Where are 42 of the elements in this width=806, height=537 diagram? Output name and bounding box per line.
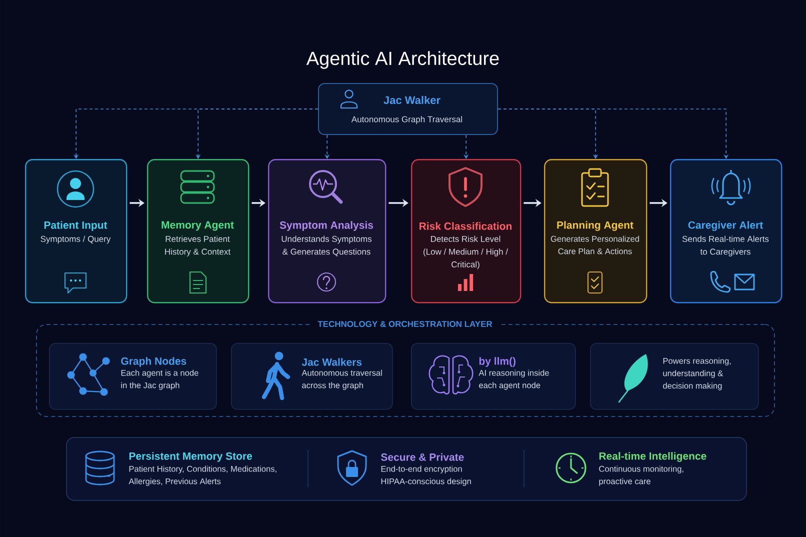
card-text: Patient History, Conditions, Medications, Allergies, Previous Alerts bbox=[128, 466, 276, 486]
tech-card bbox=[590, 343, 759, 410]
card-text: Continuous monitoring, proactive care bbox=[599, 466, 684, 486]
layer-heading: TECHNOLOGY & ORCHESTRATION LAYER bbox=[312, 318, 498, 329]
card-text: Sends Real-time Alerts to Caregivers bbox=[682, 236, 769, 256]
walker-box bbox=[318, 83, 498, 135]
card-text: End-to-end encryption HIPAA-conscious design bbox=[381, 466, 471, 486]
card-title: Symptom Analysis bbox=[280, 221, 374, 231]
card-text: Autonomous traversal across the graph bbox=[302, 370, 382, 390]
card-text: AI reasoning inside each agent node bbox=[478, 370, 549, 390]
agent-card bbox=[411, 159, 522, 304]
agent-card bbox=[670, 159, 782, 304]
agent-card bbox=[25, 159, 128, 304]
card-text: Detects Risk Level (Low / Medium / High / Critical) bbox=[424, 236, 508, 270]
card-title: Real-time Intelligence bbox=[599, 452, 706, 462]
card-text: Understands Symptoms & Generates Questions bbox=[282, 236, 372, 256]
tech-card bbox=[231, 343, 393, 410]
arrow bbox=[498, 108, 729, 159]
card-title: Jac Walker bbox=[384, 96, 440, 104]
card-title: Secure & Private bbox=[381, 453, 464, 461]
feature-panel bbox=[66, 437, 747, 501]
card-title: Caregiver Alert bbox=[688, 221, 763, 231]
agent-card bbox=[268, 159, 386, 304]
card-title: Memory Agent bbox=[162, 221, 234, 231]
card-text: Autonomous Graph Traversal bbox=[351, 116, 462, 124]
agent-card bbox=[544, 159, 648, 304]
tech-card bbox=[49, 343, 217, 410]
card-title: Risk Classification bbox=[420, 222, 512, 230]
card-title: Patient Input bbox=[44, 221, 108, 231]
agent-card bbox=[147, 159, 250, 304]
card-text: Each agent is a node in the Jac graph bbox=[121, 370, 198, 390]
tech-card bbox=[411, 343, 576, 410]
card-text: Powers reasoning, understanding & decision making bbox=[663, 358, 731, 390]
card-text: Retrieves Patient History & Context bbox=[165, 236, 230, 256]
card-title: Graph Nodes bbox=[121, 357, 186, 367]
title: Agentic AI Architecture bbox=[306, 51, 499, 69]
card-title: Persistent Memory Store bbox=[129, 452, 252, 462]
card-title: Jac Walkers bbox=[302, 358, 362, 366]
card-text: Symptoms / Query bbox=[40, 236, 111, 244]
card-text: Generates Personalized Care Plan & Actions bbox=[550, 236, 639, 254]
card-title: by llm() bbox=[479, 357, 516, 367]
card-title: Planning Agent bbox=[557, 221, 634, 231]
